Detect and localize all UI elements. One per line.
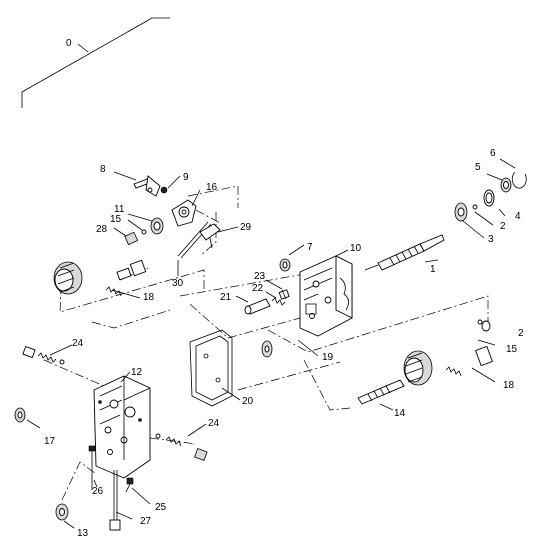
callout-11: 11 <box>114 204 125 215</box>
part-arm-29 <box>199 223 221 249</box>
callout-labels: 0 1 2 2 3 4 5 6 7 8 9 10 11 12 13 14 15 … <box>44 38 524 539</box>
part-plate-16 <box>171 199 197 227</box>
callout-27: 27 <box>140 516 152 527</box>
callout-10: 10 <box>350 243 362 254</box>
part-bearing-11 <box>150 217 164 235</box>
callout-14: 14 <box>394 408 406 419</box>
part-lever-8 <box>133 175 161 197</box>
callout-2: 2 <box>500 221 506 232</box>
part-cap-13 <box>55 503 69 521</box>
callout-4: 4 <box>515 211 521 222</box>
part-valve-27 <box>109 470 121 531</box>
callout-18: 18 <box>143 292 155 303</box>
part-bearing-3 <box>454 202 468 222</box>
assembly-bracket <box>21 17 170 108</box>
callout-30: 30 <box>172 278 184 289</box>
callout-29: 29 <box>240 222 252 233</box>
part-center-housing <box>299 255 353 337</box>
part-pin-21 <box>244 298 271 315</box>
part-cap-28 <box>124 231 139 246</box>
callout-25: 25 <box>155 502 167 513</box>
part-end-housing <box>93 375 151 479</box>
callout-8: 8 <box>100 164 106 175</box>
callout-26: 26 <box>92 486 104 497</box>
callout-17: 17 <box>44 436 56 447</box>
callout-22: 22 <box>252 283 264 294</box>
part-seal-4 <box>483 189 495 207</box>
part-pin-25 <box>125 477 134 493</box>
part-plug-24b <box>155 433 208 461</box>
part-washer-15b <box>477 319 483 325</box>
callout-19: 19 <box>322 352 334 363</box>
leader-lines <box>26 158 516 529</box>
callout-12: 12 <box>131 367 143 378</box>
callout-18: 18 <box>503 380 515 391</box>
callout-15: 15 <box>110 214 122 225</box>
part-ball-9 <box>160 186 168 194</box>
callout-15: 15 <box>506 344 518 355</box>
callout-2: 2 <box>518 328 524 339</box>
part-cap-17 <box>14 407 26 423</box>
callout-13: 13 <box>77 528 89 539</box>
part-gear-19 <box>261 340 273 358</box>
part-washer-15a <box>141 229 147 235</box>
part-seal-5 <box>500 177 512 193</box>
callout-16: 16 <box>206 182 218 193</box>
part-seal-2b <box>481 320 491 332</box>
part-washer-7 <box>279 258 291 272</box>
callout-20: 20 <box>242 396 254 407</box>
callout-21: 21 <box>220 292 232 303</box>
callout-24: 24 <box>208 418 220 429</box>
callout-0: 0 <box>66 38 72 49</box>
part-gasket <box>189 329 233 407</box>
part-plug-23 <box>278 289 290 300</box>
callout-5: 5 <box>475 162 481 173</box>
callout-1: 1 <box>430 264 436 275</box>
callout-6: 6 <box>490 148 496 159</box>
part-washer-2a <box>472 204 478 210</box>
callout-9: 9 <box>183 172 189 183</box>
part-shaft-14 <box>357 379 405 405</box>
part-shaft <box>364 234 445 271</box>
part-pin-26 <box>88 445 96 490</box>
callout-28: 28 <box>96 224 108 235</box>
part-spring-22 <box>271 297 286 306</box>
callout-7: 7 <box>307 242 313 253</box>
part-gear-18b <box>403 345 493 386</box>
callout-3: 3 <box>488 234 494 245</box>
part-plug-24a <box>22 345 65 365</box>
part-gear-18a <box>53 259 147 297</box>
callout-23: 23 <box>254 271 266 282</box>
callout-24: 24 <box>72 338 84 349</box>
part-ring-6 <box>511 171 527 189</box>
